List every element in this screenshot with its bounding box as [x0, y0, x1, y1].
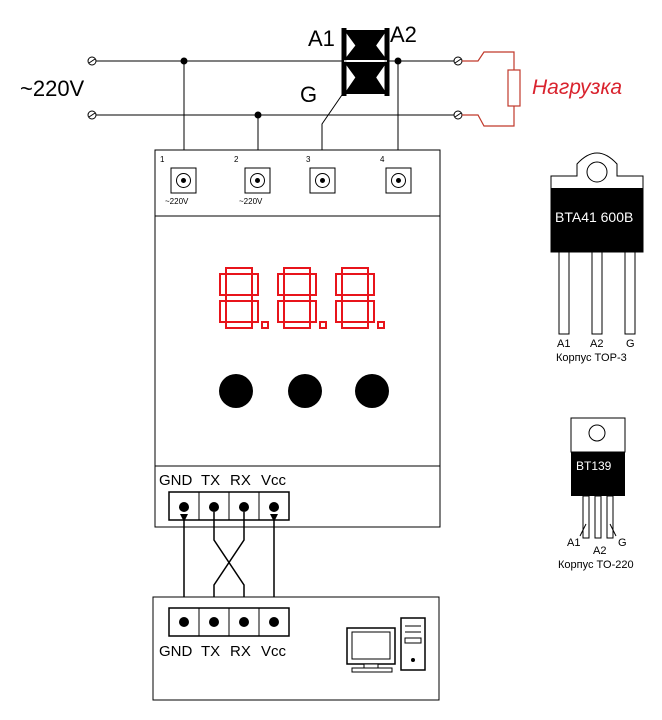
computer-port-rx: RX: [230, 643, 251, 660]
module-port-tx: TX: [201, 472, 220, 489]
digit-1-segment-5: [251, 273, 259, 296]
terminal-number-4: 4: [380, 155, 385, 164]
digit-3-segment-7: [367, 300, 375, 323]
triac-gate-label: G: [300, 82, 317, 107]
digit-2-segment-5: [309, 273, 317, 296]
top3-caption: Корпус TOP-3: [556, 352, 627, 364]
module-button-1[interactable]: [219, 374, 253, 408]
terminal-screw-4: [385, 167, 412, 194]
seven-segment-display: [219, 267, 385, 329]
load-label: Нагрузка: [532, 76, 622, 99]
to220-pin-a1: A1: [567, 537, 580, 549]
computer-port-tx: TX: [201, 643, 220, 660]
triac-a2-label: A2: [390, 22, 417, 47]
module-port-rx: RX: [230, 472, 251, 489]
desktop-computer-icon: [346, 617, 426, 673]
computer-port-gnd: GND: [159, 643, 193, 660]
to220-pin-g: G: [618, 537, 627, 549]
mains-terminals: [87, 56, 97, 120]
digit-1-segment-2: [225, 294, 253, 302]
terminal-screw-1: [170, 167, 197, 194]
digit-3-segment-3: [341, 321, 369, 329]
triac-a1-label: A1: [308, 26, 335, 51]
module-button-3[interactable]: [355, 374, 389, 408]
digit-2-segment-4: [277, 273, 285, 296]
load-terminals: [453, 56, 463, 120]
module-port-vcc: Vcc: [261, 472, 287, 489]
junction-dots: [180, 57, 402, 119]
digit-3-decimal-point: [377, 321, 385, 329]
terminal-number-3: 3: [306, 155, 311, 164]
terminal-number-1: 1: [160, 155, 165, 164]
module-button-2[interactable]: [288, 374, 322, 408]
digit-2-decimal-point: [319, 321, 327, 329]
terminal-caption-1: ~220V: [165, 197, 189, 206]
load-resistor: [462, 51, 521, 127]
digit-1-decimal-point: [261, 321, 269, 329]
top3-pin-g: G: [626, 338, 635, 350]
top3-pin-a2: A2: [590, 338, 603, 350]
digit-3-segment-1: [341, 267, 369, 275]
digit-1-segment-4: [219, 273, 227, 296]
digit-1-segment-1: [225, 267, 253, 275]
top3-part-number: BTA41 600B: [555, 209, 633, 225]
digit-3-segment-4: [335, 273, 343, 296]
computer-uart-connector: [168, 607, 290, 637]
digit-3-segment-5: [367, 273, 375, 296]
to220-part-number: BT139: [576, 459, 612, 473]
to220-caption: Корпус TO-220: [558, 559, 634, 571]
digit-2-segment-1: [283, 267, 311, 275]
module-uart-connector: [168, 491, 290, 521]
to220-pin-a2: A2: [593, 545, 606, 557]
digit-2-segment-6: [277, 300, 285, 323]
module-port-gnd: GND: [159, 472, 193, 489]
digit-3-segment-2: [341, 294, 369, 302]
top3-pin-a1: A1: [557, 338, 570, 350]
digit-1-segment-7: [251, 300, 259, 323]
digit-2-segment-2: [283, 294, 311, 302]
terminal-screw-2: [244, 167, 271, 194]
triac-symbol: [338, 28, 392, 96]
terminal-screw-3: [309, 167, 336, 194]
package-top3: [550, 152, 644, 335]
computer-port-vcc: Vcc: [261, 643, 287, 660]
digit-1-segment-6: [219, 300, 227, 323]
digit-2-segment-7: [309, 300, 317, 323]
terminal-number-2: 2: [234, 155, 239, 164]
digit-2-segment-3: [283, 321, 311, 329]
digit-1-segment-3: [225, 321, 253, 329]
package-to220: [570, 417, 626, 539]
digit-3-segment-6: [335, 300, 343, 323]
terminal-caption-2: ~220V: [239, 197, 263, 206]
mains-voltage-label: ~220V: [20, 76, 85, 101]
control-module: [154, 149, 441, 528]
